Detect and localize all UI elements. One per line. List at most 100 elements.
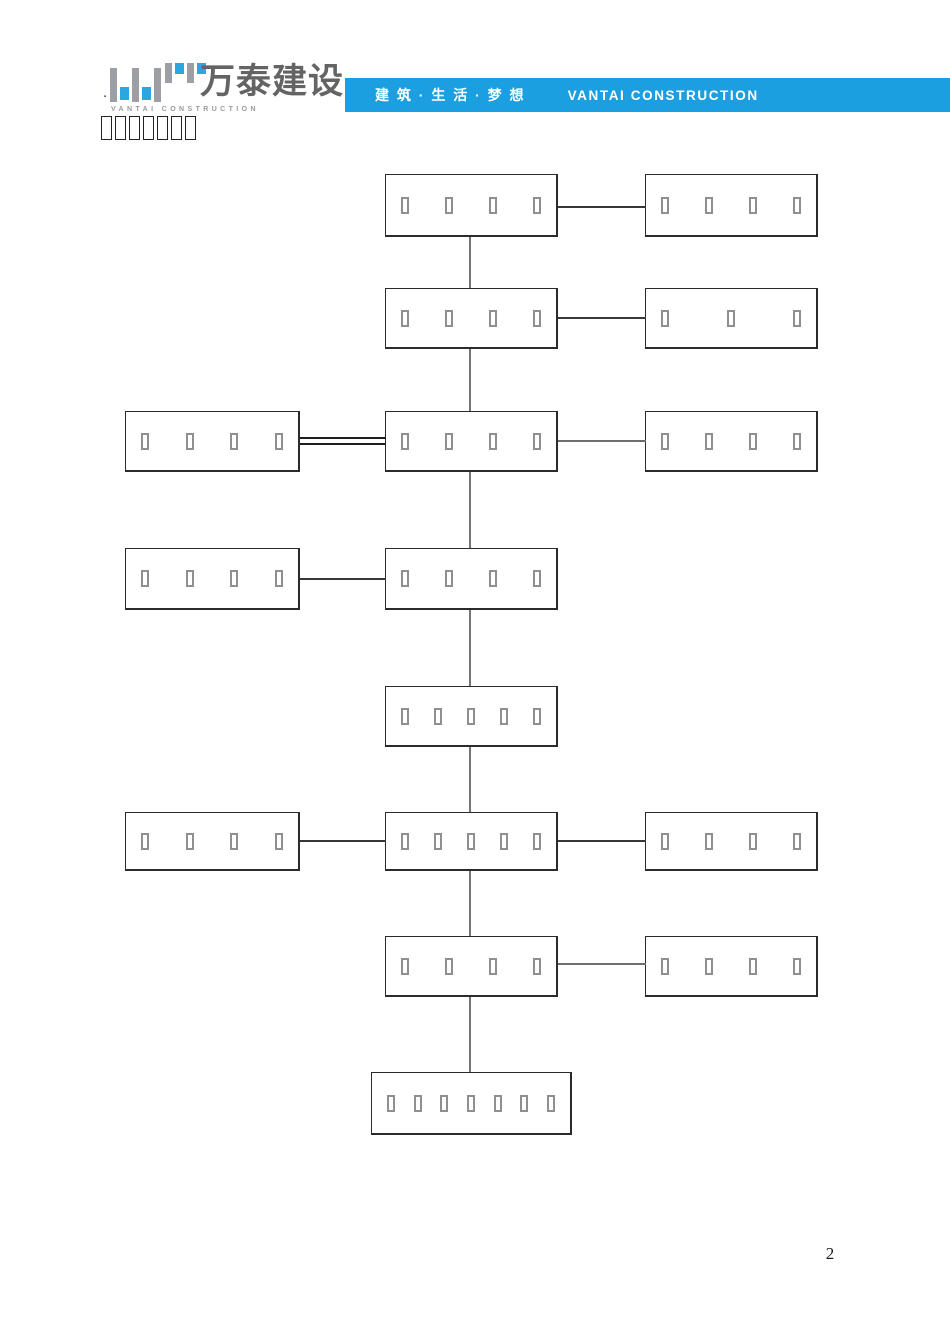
placeholder-glyph bbox=[661, 832, 669, 850]
flow-box-label bbox=[386, 687, 556, 745]
placeholder-glyph bbox=[274, 832, 283, 850]
connector-vertical bbox=[469, 871, 471, 936]
flow-box-r1-right bbox=[645, 174, 818, 237]
flow-box-label bbox=[646, 175, 816, 235]
flow-box-label bbox=[646, 289, 816, 347]
title-placeholder-glyph bbox=[115, 116, 126, 140]
placeholder-glyph bbox=[445, 196, 453, 214]
connector-vertical bbox=[469, 997, 471, 1072]
placeholder-glyph bbox=[387, 1094, 395, 1112]
flow-box-label bbox=[386, 937, 556, 995]
logo-bar-gray bbox=[132, 68, 139, 102]
flow-box-r4-left bbox=[125, 548, 300, 610]
logo-bar-blue bbox=[120, 87, 129, 100]
banner-slogan: 建 筑 · 生 活 · 梦 想 bbox=[375, 87, 526, 103]
connector-vertical bbox=[469, 747, 471, 812]
flow-box-r3-right bbox=[645, 411, 818, 472]
placeholder-glyph bbox=[727, 309, 735, 327]
flow-box-label bbox=[646, 937, 816, 995]
company-logo-icon bbox=[110, 63, 210, 105]
connector-horizontal bbox=[300, 840, 386, 842]
placeholder-glyph bbox=[467, 707, 475, 725]
placeholder-glyph bbox=[520, 1094, 529, 1112]
logo-bar-blue bbox=[175, 63, 184, 74]
placeholder-glyph bbox=[401, 957, 409, 975]
placeholder-glyph bbox=[533, 196, 541, 214]
placeholder-glyph bbox=[500, 707, 508, 725]
placeholder-glyph bbox=[274, 432, 283, 450]
placeholder-glyph bbox=[401, 570, 409, 587]
placeholder-glyph bbox=[230, 570, 239, 587]
logo-bar-gray bbox=[165, 63, 172, 83]
flow-box-label bbox=[126, 813, 298, 869]
connector-vertical bbox=[469, 349, 471, 411]
flow-box-r7-center bbox=[385, 936, 558, 997]
placeholder-glyph bbox=[793, 309, 801, 327]
flow-box-label bbox=[126, 549, 298, 608]
placeholder-glyph bbox=[749, 832, 757, 850]
flow-box-r3-left bbox=[125, 411, 300, 472]
banner-company-name: VANTAI CONSTRUCTION bbox=[567, 87, 759, 103]
connector-horizontal bbox=[300, 578, 386, 580]
flow-box-r2-right bbox=[645, 288, 818, 349]
placeholder-glyph bbox=[533, 432, 541, 450]
placeholder-glyph bbox=[445, 570, 453, 587]
stray-period: . bbox=[103, 84, 108, 101]
placeholder-glyph bbox=[401, 707, 409, 725]
placeholder-glyph bbox=[401, 196, 409, 214]
flow-box-label bbox=[386, 175, 556, 235]
placeholder-glyph bbox=[185, 432, 194, 450]
placeholder-glyph bbox=[401, 432, 409, 450]
placeholder-glyph bbox=[533, 832, 541, 850]
logo-bar-blue bbox=[197, 63, 206, 74]
placeholder-glyph bbox=[500, 832, 508, 850]
placeholder-glyph bbox=[533, 570, 541, 587]
connector-horizontal bbox=[558, 206, 646, 208]
placeholder-glyph bbox=[445, 957, 453, 975]
title-placeholder-glyph bbox=[157, 116, 168, 140]
flow-box-label bbox=[386, 412, 556, 470]
placeholder-glyph bbox=[705, 957, 713, 975]
placeholder-glyph bbox=[533, 707, 541, 725]
placeholder-glyph bbox=[489, 957, 497, 975]
flow-box-r7-right bbox=[645, 936, 818, 997]
flow-box-r6-left bbox=[125, 812, 300, 871]
flow-box-label bbox=[372, 1073, 570, 1133]
placeholder-glyph bbox=[434, 707, 442, 725]
placeholder-glyph bbox=[401, 309, 409, 327]
placeholder-glyph bbox=[401, 832, 409, 850]
flow-box-label bbox=[646, 813, 816, 869]
placeholder-glyph bbox=[793, 196, 801, 214]
placeholder-glyph bbox=[413, 1094, 422, 1112]
document-title-placeholder-text bbox=[101, 116, 196, 140]
header-banner: 建 筑 · 生 活 · 梦 想 VANTAI CONSTRUCTION bbox=[345, 78, 950, 112]
placeholder-glyph bbox=[467, 832, 475, 850]
placeholder-glyph bbox=[445, 309, 453, 327]
flow-box-label bbox=[386, 813, 556, 869]
placeholder-glyph bbox=[489, 196, 497, 214]
connector-horizontal bbox=[558, 840, 646, 842]
flow-box-r8-center bbox=[371, 1072, 572, 1135]
placeholder-glyph bbox=[274, 570, 283, 587]
placeholder-glyph bbox=[489, 309, 497, 327]
logo-bar-gray bbox=[154, 68, 161, 102]
flow-box-label bbox=[386, 289, 556, 347]
logo-bar-gray bbox=[187, 63, 194, 83]
placeholder-glyph bbox=[749, 957, 757, 975]
flow-box-r4-center bbox=[385, 548, 558, 610]
placeholder-glyph bbox=[185, 570, 194, 587]
placeholder-glyph bbox=[661, 957, 669, 975]
connector-vertical bbox=[469, 237, 471, 288]
connector-vertical bbox=[469, 472, 471, 548]
title-placeholder-glyph bbox=[101, 116, 112, 140]
logo-bar-blue bbox=[142, 87, 151, 100]
placeholder-glyph bbox=[705, 196, 713, 214]
placeholder-glyph bbox=[185, 832, 194, 850]
title-placeholder-glyph bbox=[143, 116, 154, 140]
connector-vertical bbox=[469, 610, 471, 686]
placeholder-glyph bbox=[141, 432, 149, 450]
logo-company-name-en: VANTAI CONSTRUCTION bbox=[111, 106, 259, 113]
placeholder-glyph bbox=[533, 309, 541, 327]
placeholder-glyph bbox=[493, 1094, 502, 1112]
